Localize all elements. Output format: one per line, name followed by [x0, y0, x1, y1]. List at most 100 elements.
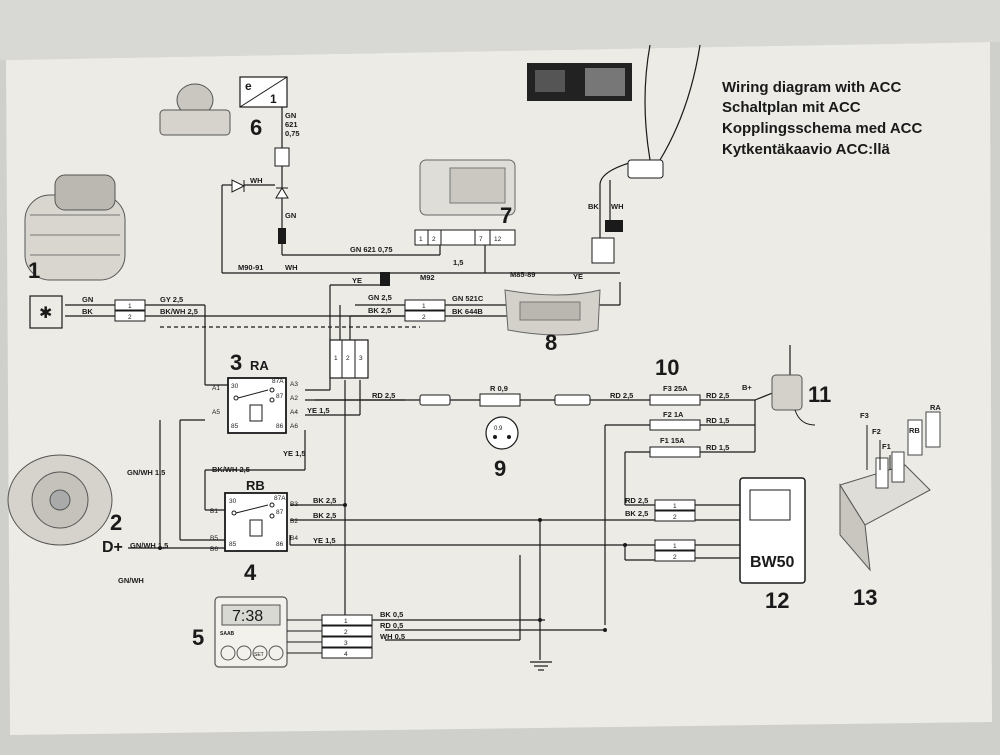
connector-m92 [380, 272, 390, 286]
label-ye: YE [352, 276, 362, 285]
label-bk-top: BK [588, 202, 599, 211]
svg-text:12: 12 [494, 236, 502, 243]
component-number-4: 4 [244, 560, 257, 585]
svg-text:3: 3 [359, 355, 363, 362]
label-gnwh15b: GN/WH 1,5 [130, 541, 168, 550]
component-number-5: 5 [192, 625, 204, 650]
svg-text:2: 2 [673, 514, 677, 521]
svg-text:87A: 87A [272, 378, 284, 385]
svg-text:A6: A6 [290, 423, 298, 430]
component-number-9: 9 [494, 456, 506, 481]
svg-text:2: 2 [432, 236, 436, 243]
connector-bw50-b: 1 2 [654, 539, 696, 562]
background-page [0, 0, 1000, 60]
svg-text:85: 85 [229, 541, 237, 548]
label-ye15c: YE 1,5 [313, 536, 336, 545]
label-ye15b: YE 1,5 [283, 449, 306, 458]
label-gn621: GN 621 0,75 [350, 245, 393, 254]
label-ra-13: RA [930, 403, 941, 412]
label-rb-13: RB [909, 426, 920, 435]
label-dplus: D+ [102, 539, 123, 556]
svg-text:1: 1 [673, 543, 677, 550]
connector-gn521c: 1 2 [404, 299, 446, 322]
sensor-9-value: 0.9 [494, 426, 503, 432]
fan-symbol-box [29, 295, 63, 329]
diagram-title: Wiring diagram with ACC Schaltplan mit A… [722, 79, 922, 158]
label-wh: WH [285, 263, 298, 272]
label-m92: M92 [420, 273, 435, 282]
component-8-housing [504, 289, 601, 336]
svg-text:87A: 87A [274, 495, 286, 502]
label-gn621-v2: 621 [285, 120, 298, 129]
component-number-6: 6 [250, 115, 262, 140]
svg-text:1: 1 [334, 355, 338, 362]
component-number-7: 7 [500, 203, 512, 228]
label-1-5: 1,5 [453, 258, 463, 267]
label-f3-13: F3 [860, 411, 869, 420]
label-gn621-v1: GN [285, 111, 296, 120]
label-gnwh: GN/WH [118, 576, 144, 585]
junction-block-123: 1 2 3 [329, 339, 369, 379]
label-gn521c: GN 521C [452, 294, 484, 303]
timer-brand: SAAB [220, 631, 235, 637]
label-bk25b: BK 2,5 [313, 496, 336, 505]
label-wh05: WH 0,5 [380, 632, 405, 641]
relay-ra: 30 87A 87 85 86 A1 A2 A3 A4 A5 A6 [212, 377, 298, 434]
svg-text:A4: A4 [290, 409, 298, 416]
timer-display: 7:38 [232, 608, 263, 625]
svg-text:B6: B6 [210, 546, 218, 553]
label-bkwh25b: BK/WH 2,5 [212, 465, 250, 474]
svg-text:86: 86 [276, 423, 284, 430]
box-1-label: 1 [270, 92, 277, 106]
component-number-3: 3 [230, 350, 242, 375]
label-rd15b: RD 1,5 [706, 443, 729, 452]
heater-bw50: BW50 [739, 477, 806, 584]
svg-text:85: 85 [231, 423, 239, 430]
svg-text:2: 2 [346, 355, 350, 362]
svg-text:1: 1 [344, 618, 348, 625]
label-f325a: F3 25A [663, 384, 688, 393]
relay-rb: 30 87A 87 85 86 B1 B2 B3 B4 B5 B6 [210, 492, 298, 553]
svg-text:86: 86 [276, 541, 284, 548]
label-rd25a: RD 2,5 [372, 391, 395, 400]
svg-text:B2: B2 [290, 518, 298, 525]
label-bk: BK [82, 307, 93, 316]
label-f21a: F2 1A [663, 410, 684, 419]
acc-unit-top [527, 63, 664, 264]
label-gn25: GN 2,5 [368, 293, 392, 302]
label-m90-91: M90-91 [238, 263, 263, 272]
relay-rb-label: RB [246, 478, 265, 493]
component-number-11: 11 [808, 382, 831, 407]
component-number-1: 1 [28, 258, 40, 283]
relay-ra-label: RA [250, 358, 269, 373]
svg-text:B3: B3 [290, 501, 298, 508]
blower-motor: ✱ [24, 174, 126, 329]
svg-text:7: 7 [479, 236, 483, 243]
svg-text:30: 30 [231, 383, 239, 390]
svg-text:B1: B1 [210, 508, 218, 515]
svg-text:3: 3 [344, 640, 348, 647]
svg-text:1: 1 [422, 303, 426, 310]
label-rd25c: RD 2,5 [706, 391, 729, 400]
label-bk644b: BK 644B [452, 307, 483, 316]
label-ye15a: YE 1,5 [307, 406, 330, 415]
svg-text:30: 30 [229, 498, 237, 505]
label-rd15a: RD 1,5 [706, 416, 729, 425]
svg-text:1: 1 [673, 503, 677, 510]
svg-text:B4: B4 [290, 535, 298, 542]
label-rd25b: RD 2,5 [610, 391, 633, 400]
timer-set-button: SET [254, 652, 264, 658]
component-number-12: 12 [765, 588, 789, 613]
svg-text:2: 2 [673, 554, 677, 561]
control-panel-7: 1 2 7 12 [414, 159, 516, 246]
label-f115a: F1 15A [660, 436, 685, 445]
svg-text:87: 87 [276, 509, 284, 516]
svg-text:4: 4 [344, 651, 348, 658]
box-e-label: e [245, 79, 252, 93]
title-line-1: Wiring diagram with ACC [722, 79, 901, 96]
sensor-9: 0.9 [485, 416, 519, 450]
svg-text:A3: A3 [290, 381, 298, 388]
label-bk25d: BK 2,5 [625, 509, 648, 518]
label-gnwh15a: GN/WH 1,5 [127, 468, 165, 477]
label-ye-right: YE [573, 272, 583, 281]
